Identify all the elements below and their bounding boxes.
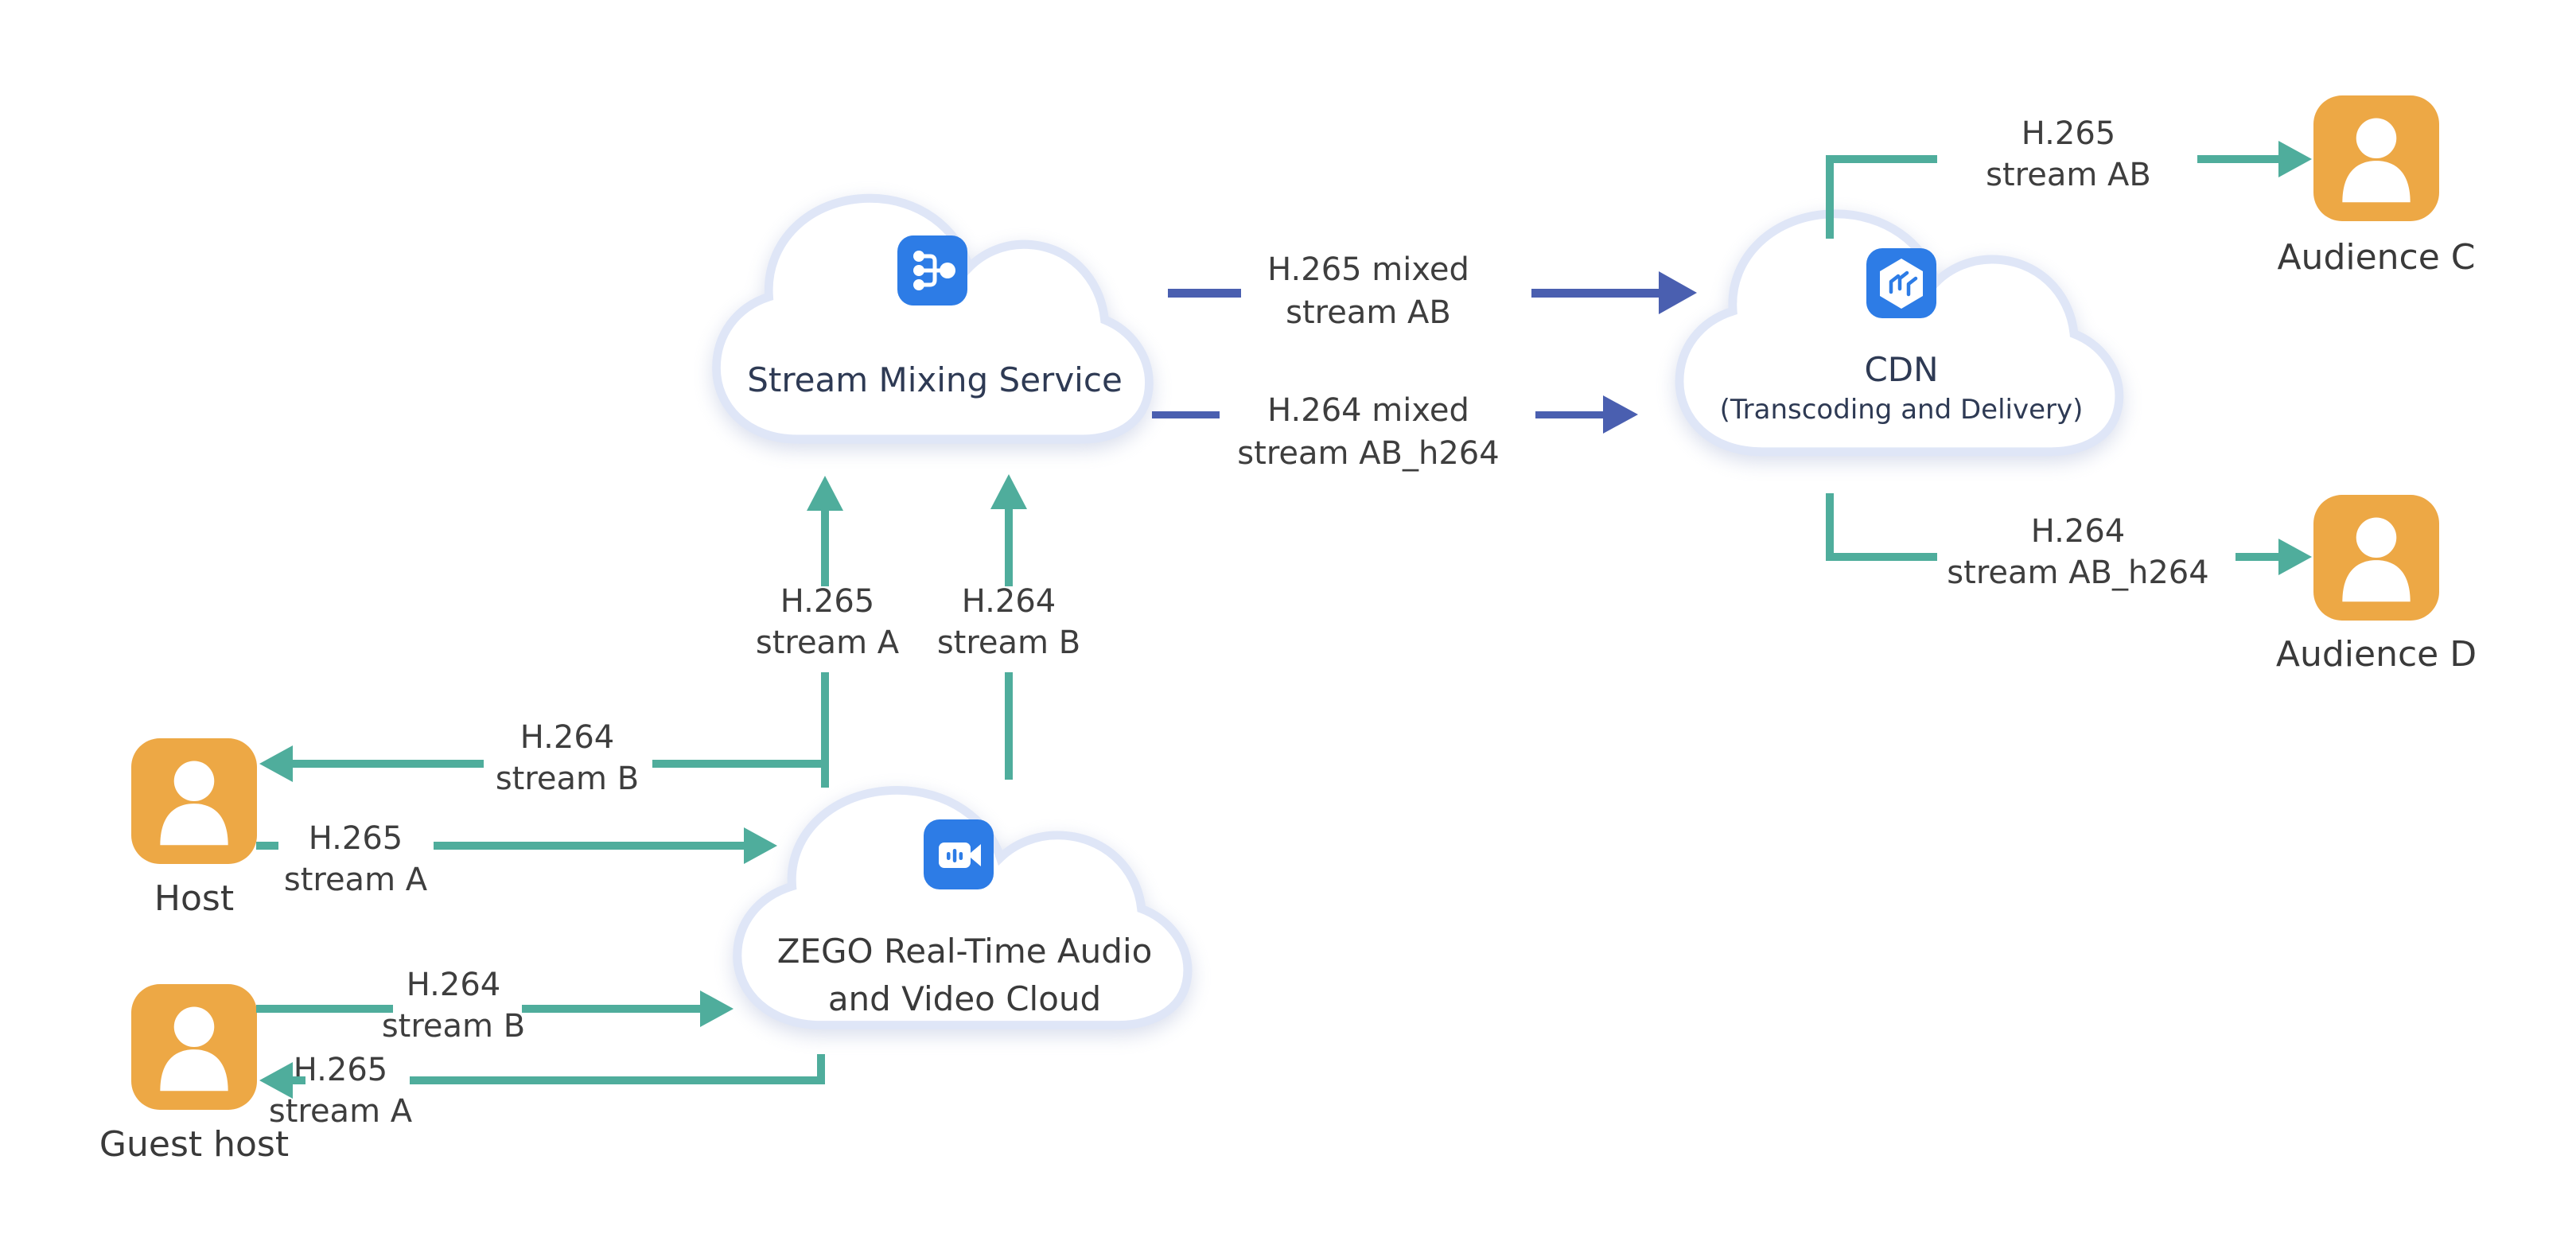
arrowhead-left-icon: [259, 1062, 293, 1099]
audience-c-label: Audience C: [2277, 237, 2476, 278]
arrowhead-up-icon: [807, 476, 843, 511]
cloud-title: Stream Mixing Service: [747, 360, 1123, 399]
flow-label-line1: H.265: [2021, 115, 2116, 152]
person-icon: [160, 1006, 228, 1092]
flow-cdn-to-audience-d-line: [1826, 553, 1937, 561]
flow-mixer-to-cdn-h265-label: H.265 mixed stream AB: [1209, 248, 1527, 334]
flow-host-to-zego-line: [256, 842, 278, 850]
flow-zego-to-mixer-a-line: [821, 672, 829, 788]
person-icon: [2342, 517, 2411, 602]
flow-mixer-to-cdn-h264-label: H.264 mixed stream AB_h264: [1209, 389, 1527, 475]
cloud-title-line2: and Video Cloud: [827, 979, 1102, 1018]
flow-zego-to-mixer-b-line: [1005, 672, 1013, 780]
cloud-subtitle: (Transcoding and Delivery): [1719, 394, 2084, 426]
flow-label-line1: H.264 mixed: [1267, 392, 1469, 429]
flow-label-line2: stream B: [381, 1008, 526, 1045]
flow-guest-to-zego-line: [256, 1005, 393, 1013]
flow-zego-to-mixer-a-label: H.265 stream A: [708, 581, 947, 664]
flow-label-line1: H.265 mixed: [1267, 251, 1469, 288]
flow-cdn-to-audience-c-line: [1826, 159, 1834, 239]
audience-c-avatar: [2313, 95, 2439, 221]
guest-host-label: Guest host: [99, 1124, 290, 1165]
cloud-title: CDN: [1864, 350, 1939, 389]
flow-zego-to-guest-line: [817, 1054, 825, 1080]
flow-label-line2: stream A: [268, 1093, 413, 1130]
flow-cdn-to-audience-d-line: [1826, 493, 1834, 557]
arrowhead-up-icon: [990, 474, 1027, 509]
host-avatar: [131, 738, 257, 864]
arrowhead-right-icon: [744, 827, 777, 864]
arrowhead-right-icon: [700, 990, 733, 1027]
guest-host-avatar: [131, 984, 257, 1110]
audience-d-avatar: [2313, 495, 2439, 621]
flow-cdn-to-audience-c-line: [2197, 155, 2278, 163]
flow-label-line2: stream AB: [1986, 157, 2151, 193]
cloud-cdn: CDN (Transcoding and Delivery): [1655, 187, 2148, 497]
arrowhead-right-icon: [1603, 395, 1638, 434]
flow-cdn-to-audience-c-line: [1826, 155, 1937, 163]
flow-host-to-zego-line: [434, 842, 744, 850]
flow-label-line1: H.264: [406, 967, 501, 1003]
flow-label-line2: stream AB: [1286, 294, 1451, 331]
flow-zego-to-mixer-b-label: H.264 stream B: [889, 581, 1128, 664]
video-camera-icon: [924, 819, 994, 889]
flow-zego-to-host-label: H.264 stream B: [448, 717, 687, 800]
flow-label-line2: stream AB_h264: [1947, 555, 2209, 591]
flow-label-line2: stream B: [495, 761, 640, 797]
flow-mixer-to-cdn-h264-line: [1152, 411, 1220, 418]
flow-zego-to-mixer-b-line: [1005, 509, 1013, 586]
flow-mixer-to-cdn-h265-line: [1531, 289, 1659, 298]
cloud-shape: [712, 193, 1154, 444]
person-icon: [2342, 118, 2411, 203]
flow-mixer-to-cdn-h264-line: [1535, 411, 1603, 418]
flow-mixer-to-cdn-h265-line: [1168, 289, 1241, 298]
flow-zego-to-host-line: [652, 760, 823, 768]
arrowhead-right-icon: [2278, 141, 2312, 177]
flow-label-line1: H.265: [293, 1052, 388, 1088]
flow-label-line2: stream B: [936, 625, 1081, 661]
flow-zego-to-host-line: [293, 760, 484, 768]
arrowhead-right-icon: [2278, 539, 2312, 575]
cloud-stream-mixing-service: Stream Mixing Service: [692, 171, 1177, 485]
flow-host-to-zego-label: H.265 stream A: [236, 818, 475, 901]
cloud-zego-rtc: ZEGO Real-Time Audio and Video Cloud: [712, 764, 1217, 1070]
flow-cdn-to-audience-d-line: [2236, 553, 2278, 561]
flow-zego-to-guest-line: [293, 1076, 305, 1084]
audience-d-label: Audience D: [2275, 634, 2477, 675]
cloud-shape: [1675, 209, 2124, 457]
flow-label-line2: stream A: [755, 625, 900, 661]
arrowhead-right-icon: [1659, 271, 1697, 314]
flow-label-line2: stream AB_h264: [1237, 435, 1500, 472]
merge-streams-icon: [897, 235, 967, 305]
flow-label-line1: H.265: [780, 583, 875, 620]
host-label: Host: [154, 878, 235, 919]
cloud-title-line1: ZEGO Real-Time Audio: [776, 932, 1153, 971]
person-icon: [160, 761, 228, 846]
flow-label-line1: H.264: [2030, 513, 2126, 550]
flow-label-line2: stream A: [283, 862, 428, 898]
flow-zego-to-guest-line: [410, 1076, 825, 1084]
flow-label-line1: H.265: [308, 820, 403, 857]
flow-label-line1: H.264: [961, 583, 1056, 620]
flow-zego-to-mixer-a-line: [821, 511, 829, 586]
arrowhead-left-icon: [259, 745, 293, 782]
flow-guest-to-zego-line: [522, 1005, 700, 1013]
cdn-hexagon-icon: [1866, 248, 1936, 318]
cloud-shape: [733, 785, 1193, 1029]
flow-cdn-to-audience-d-label: H.264 stream AB_h264: [1927, 511, 2229, 593]
flow-label-line1: H.264: [519, 719, 615, 756]
flow-cdn-to-audience-c-label: H.265 stream AB: [1949, 113, 2188, 196]
flow-zego-to-guest-label: H.265 stream A: [221, 1049, 460, 1132]
flow-guest-to-zego-label: H.264 stream B: [334, 964, 573, 1047]
